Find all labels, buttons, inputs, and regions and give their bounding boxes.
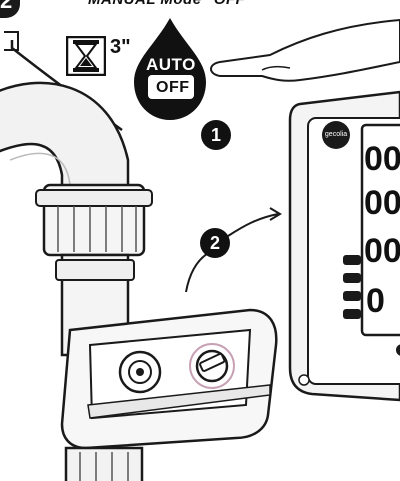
- bottom-nut: [66, 448, 142, 481]
- step-1-badge: 1: [201, 120, 231, 150]
- off-label[interactable]: OFF: [156, 79, 190, 97]
- svg-text:00: 00: [364, 140, 400, 178]
- hourglass-icon: [66, 36, 106, 76]
- device-brand: gecolia: [321, 131, 351, 138]
- timer-duration: 3": [110, 36, 131, 59]
- arrow-to-device: [228, 214, 278, 236]
- svg-text:00: 00: [364, 184, 400, 222]
- auto-label[interactable]: AUTO: [146, 55, 196, 75]
- svg-text:00: 00: [364, 232, 400, 270]
- step-2-badge: 2: [200, 228, 230, 258]
- step-number: 2: [0, 0, 12, 12]
- pipe-elbow: [0, 83, 128, 190]
- mode-title: MANUAL Mode "OFF": [88, 0, 253, 8]
- svg-text:0: 0: [366, 282, 385, 320]
- hand-illustration: [211, 20, 400, 81]
